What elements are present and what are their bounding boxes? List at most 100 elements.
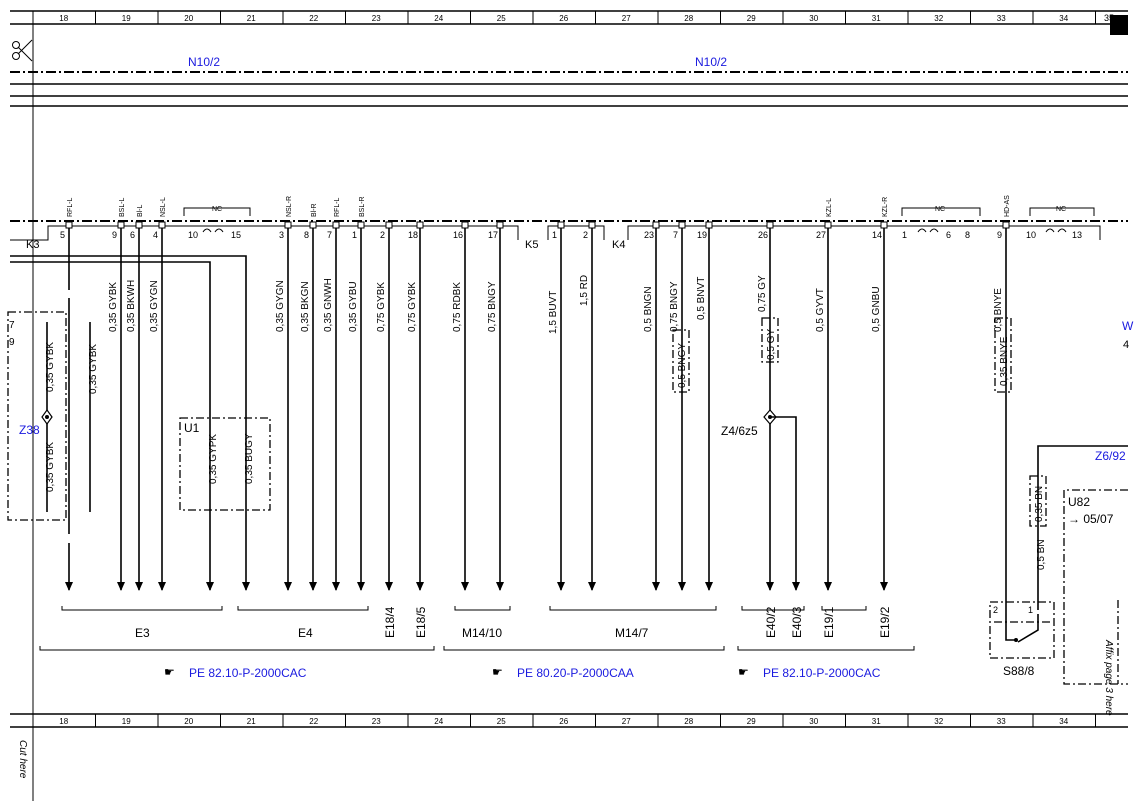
wire-arrow-icon [557,582,565,591]
ref-link-3-text[interactable]: PE 82.10-P-2000CAC [763,666,881,680]
pin-number-label: 3 [279,230,284,240]
n10-label-right: N10/2 [695,55,727,69]
ruler-number: 34 [1059,14,1068,23]
ref-link-2-text[interactable]: PE 80.20-P-2000CAA [517,666,634,680]
connector-pin [117,221,125,229]
s88-switch-icon [1017,614,1039,643]
wire-label: 0,75 GYBK [407,282,418,332]
z6-label: Z6/92 [1095,449,1126,463]
wire-arrow-icon [652,582,660,591]
cut-here-label: Cut here [17,740,28,779]
svg-text:NC: NC [1056,206,1066,213]
pin-id-label: RFL-L [67,197,74,217]
u1-wire-b-label: 0,35 BUGY [244,433,255,484]
z38-right-wire-label: 0,35 GYBK [88,344,99,394]
k3-label: K3 [26,239,39,251]
z38-bottom-wire-label: 0,35 GYBK [45,442,56,492]
svg-text:NC: NC [935,206,945,213]
ruler-number: 27 [622,14,631,23]
k5-label: K5 [525,239,538,251]
gy-box [761,317,779,363]
ruler-number: 18 [59,14,68,23]
connector-pin [332,221,340,229]
pin-number-label: 9 [997,230,1002,240]
connector-pin [824,221,832,229]
ruler-number: 22 [309,14,318,23]
wire-arrow-icon [766,582,774,591]
u1-label: U1 [184,421,200,435]
ruler-number: 32 [934,14,943,23]
wire-arrow-icon [117,582,125,591]
pin-number-label: 27 [816,230,826,240]
connector-pin [1002,221,1010,229]
connector-pin [557,221,565,229]
arrow-rfl-l [65,582,73,591]
pin-number-label: 6 [130,230,135,240]
ruler-number: 18 [59,717,68,726]
component-label-e4: E4 [298,626,313,640]
ruler-number: 21 [247,14,256,23]
pin-number-label: 1 [552,230,557,240]
ruler-number: 19 [122,717,131,726]
wire-arrow-icon [135,582,143,591]
s88-pin-b: 1 [1028,605,1033,615]
pin-number-label: 2 [380,230,385,240]
num4-partial-label: 4 [1123,339,1129,351]
ref-bracket-3 [737,646,915,651]
connector-pin [880,221,888,229]
wire-arrow-icon [678,582,686,591]
wire-label: 1,5 BUVT [548,291,559,334]
nc-bridge-2: NC [901,206,981,233]
left-7-label: 7 [9,320,15,331]
nc-pin-number: 13 [1072,230,1082,240]
pin-id-label: RFL-L [334,197,341,217]
pin-number-label: 19 [697,230,707,240]
ref-link-2[interactable]: ☛ PE 80.20-P-2000CAA [492,665,634,680]
ruler-number: 26 [559,717,568,726]
wire-label: 0,5 GNBU [871,286,882,332]
pointer-hand-icon: ☛ [738,665,749,679]
connector-k4 [627,225,1101,240]
ruler-number: 26 [559,14,568,23]
pin-number-label: 8 [304,230,309,240]
wire-arrow-icon [284,582,292,591]
ref-link-3[interactable]: ☛ PE 82.10-P-2000CAC [738,665,881,680]
wire-arrow-icon [385,582,393,591]
left-9-label: 9 [9,337,15,348]
ref-link-1[interactable]: ☛ PE 82.10-P-2000CAC [164,665,307,680]
wire-arrow-icon [880,582,888,591]
wire-label: 0,75 BNGY [487,281,498,332]
wire-label: 0,5 BNVT [696,277,707,320]
bnye-box [994,317,1012,393]
bn-box [1029,475,1047,527]
nc-pin-number: 10 [188,230,198,240]
wire-label: 1,5 RD [579,275,590,306]
ref-link-1-text[interactable]: PE 82.10-P-2000CAC [189,666,307,680]
pin-id-label: NSL-L [160,197,167,217]
component-label-e3: E3 [135,626,150,640]
z6-wire [1037,445,1128,610]
z38-top-wire-label: 0,35 GYBK [45,342,56,392]
wire-label: 0,75 BNGY [669,281,680,332]
wire-label: 0,5 BNGN [643,286,654,332]
connector-pin [135,221,143,229]
ruler-number: 34 [1059,717,1068,726]
nc-pin-number: 1 [902,230,907,240]
wire-arrow-icon [332,582,340,591]
connector-k3 [10,225,519,241]
u82-label: U82 [1068,495,1090,509]
k4-label: K4 [612,239,625,251]
wire-arrow-icon [357,582,365,591]
wire-label: 0,75 GYBK [376,282,387,332]
ruler-number: 29 [747,717,756,726]
component-bracket [237,606,369,611]
nc-pin-number: 6 [946,230,951,240]
wire-label: 0,35 BKWH [126,280,137,332]
wire-label: 0,5 BNYE [993,288,1004,332]
pin-id-label: BSL-L [119,197,126,217]
component-bracket [454,606,511,611]
pin-number-label: 7 [673,230,678,240]
